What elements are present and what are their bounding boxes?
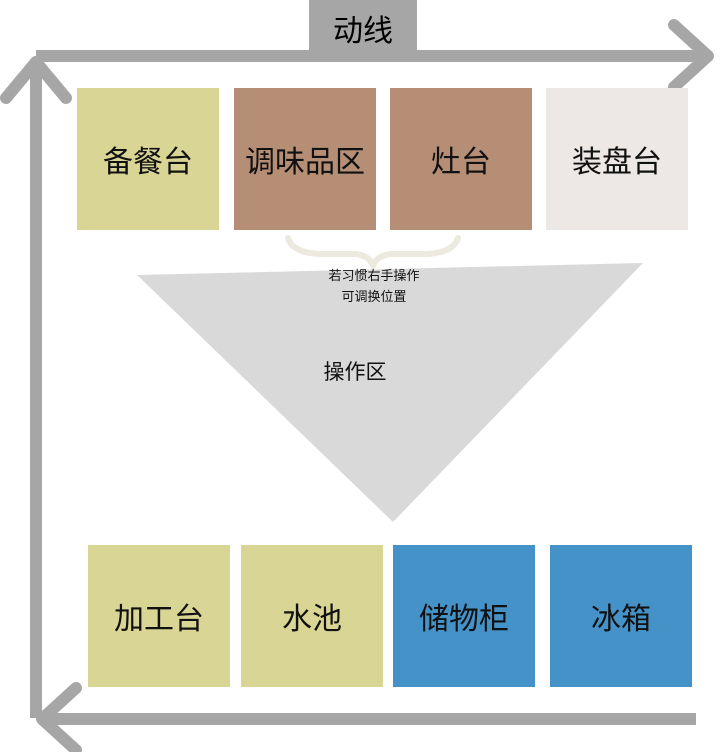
stove-label: 灶台 [431,145,491,180]
processing-counter-label: 加工台 [114,602,204,637]
swap-note-line-2: 可调换位置 [341,290,407,305]
storage-cabinet-label: 储物柜 [419,602,509,637]
fridge-box: 冰箱 [550,545,692,687]
fridge-label: 冰箱 [591,602,651,637]
seasoning-area-label: 调味品区 [245,145,365,180]
left-arrow [0,56,72,718]
top-arrow [36,19,714,93]
curly-brace [285,235,461,269]
storage-cabinet-box: 储物柜 [393,545,535,687]
flow-title: 动线 [309,0,417,56]
swap-note: 若习惯右手操作 可调换位置 [290,266,458,308]
plating-counter-box: 装盘台 [546,88,688,230]
processing-counter-box: 加工台 [88,545,230,687]
prep-counter-box: 备餐台 [77,88,219,230]
sink-label: 水池 [282,602,342,637]
prep-counter-label: 备餐台 [103,145,193,180]
swap-note-line-1: 若习惯右手操作 [328,269,420,284]
seasoning-area-box: 调味品区 [234,88,376,230]
sink-box: 水池 [241,545,383,687]
bottom-arrow [36,682,696,752]
stove-box: 灶台 [390,88,532,230]
operation-zone-triangle [137,263,643,522]
operation-zone-label: 操作区 [323,360,387,384]
plating-counter-label: 装盘台 [572,145,662,180]
